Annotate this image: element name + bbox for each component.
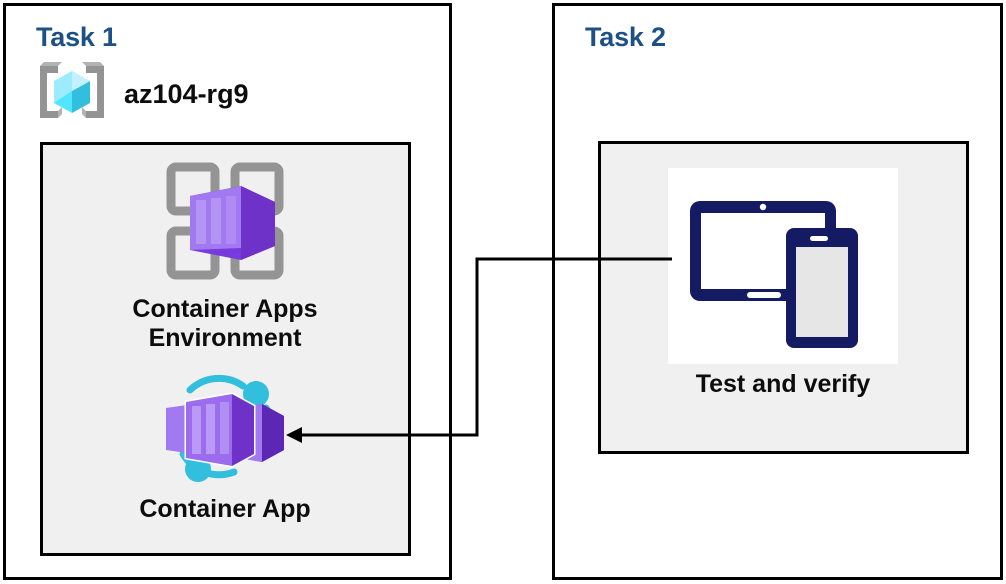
resource-group-label: az104-rg9 (124, 79, 249, 109)
test-and-verify-label: Test and verify (695, 370, 871, 398)
node-test-and-verify: Test and verify (618, 168, 948, 399)
container-app-label: Container App (139, 495, 311, 523)
devices-test-icon (668, 168, 898, 364)
task-2-title: Task 2 (585, 22, 666, 52)
node-container-apps-environment: Container Apps Environment (60, 158, 390, 353)
resource-group-row: az104-rg9 (36, 58, 249, 131)
container-apps-environment-icon (162, 158, 288, 289)
node-container-app: Container App (60, 372, 390, 524)
container-app-icon (150, 372, 300, 489)
resource-group-icon (36, 58, 108, 131)
container-apps-environment-label: Container Apps Environment (132, 295, 318, 352)
task-1-title: Task 1 (36, 22, 117, 52)
